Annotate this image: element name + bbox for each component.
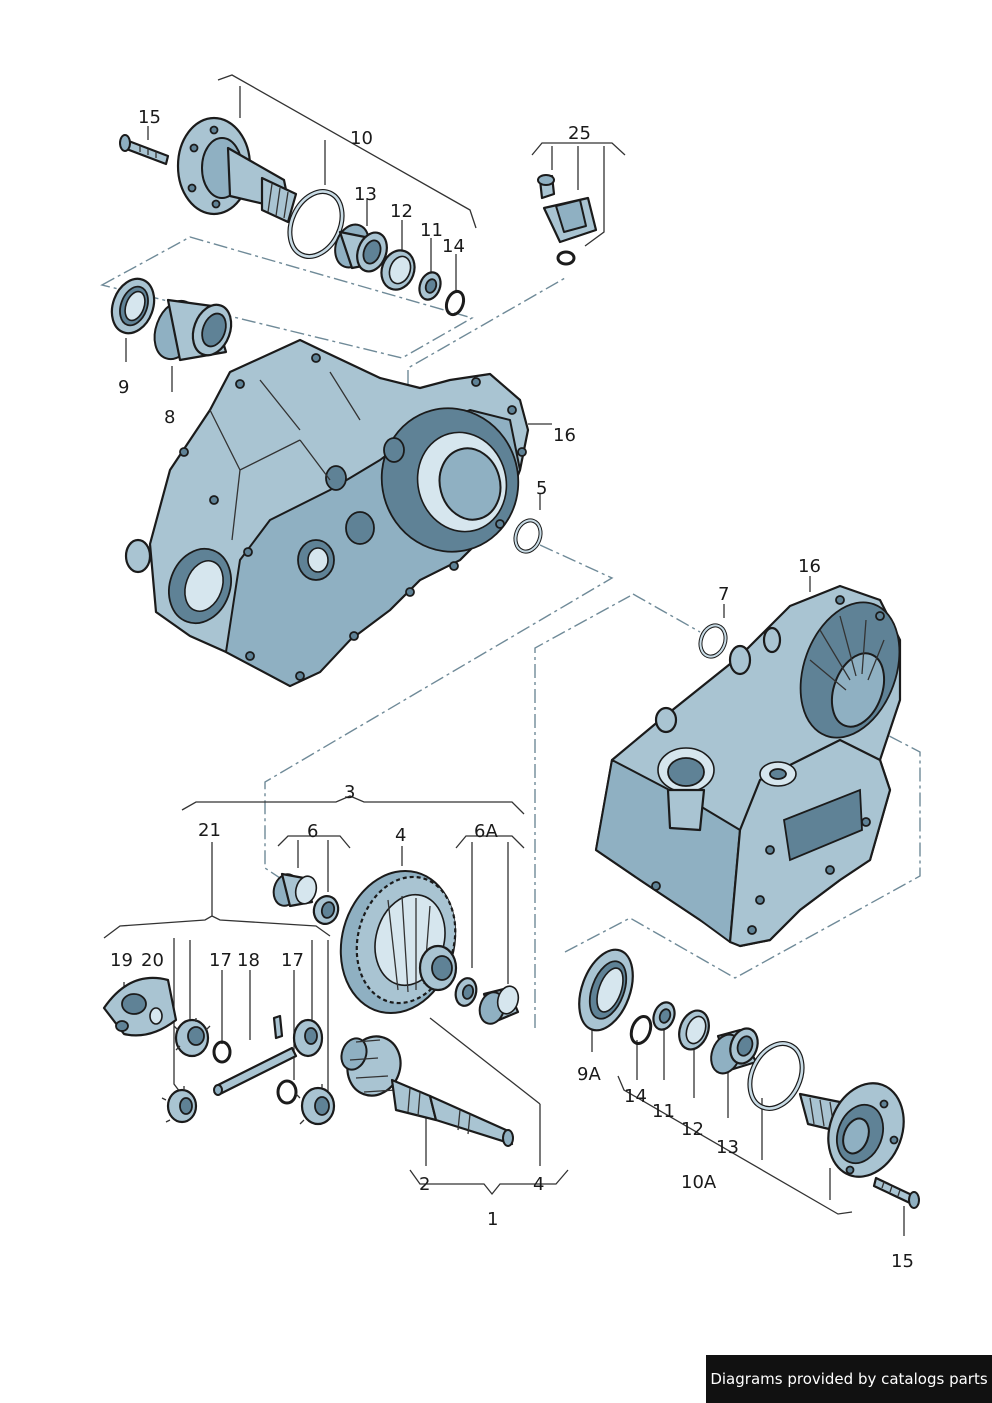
part-number-labels: 15 10 13 12 11 14 25 9 8 16 5 7 16 3 21 … [110, 107, 914, 1272]
label-14-top: 14 [442, 236, 465, 257]
seal-9A [578, 948, 634, 1032]
label-21: 21 [198, 820, 221, 841]
circlip-14-bottom [629, 1014, 653, 1046]
label-12-top: 12 [390, 201, 413, 222]
label-25: 25 [568, 123, 591, 144]
sun-gear-left [161, 1086, 198, 1124]
crown-wheel-4 [339, 869, 458, 1015]
circlip-14-top [444, 289, 466, 317]
bearing-13-bottom [710, 1027, 759, 1075]
bearing-cone-6 [312, 895, 340, 925]
label-8: 8 [164, 407, 175, 428]
bearing-race-12-bottom [678, 1009, 710, 1051]
nut-11-top [418, 271, 442, 301]
housing-rim-holes-right [651, 595, 885, 935]
label-9: 9 [118, 377, 129, 398]
label-19: 19 [110, 950, 133, 971]
label-18: 18 [237, 950, 260, 971]
label-12-bottom: 12 [681, 1119, 704, 1140]
label-14-bottom: 14 [624, 1086, 647, 1107]
pinion-shaft-2 [340, 1035, 514, 1147]
o-ring-5 [513, 518, 543, 554]
label-13-bottom: 13 [716, 1137, 739, 1158]
label-15-bottom: 15 [891, 1251, 914, 1272]
label-13-top: 13 [354, 184, 377, 205]
bearing-race-12-top [380, 249, 416, 291]
gearbox-housing-half-16-right [594, 584, 902, 948]
label-5: 5 [536, 478, 547, 499]
label-10: 10 [350, 128, 373, 149]
label-20: 20 [141, 950, 164, 971]
nut-11-bottom [652, 1001, 676, 1031]
bush-8 [153, 298, 233, 362]
o-ring-7 [698, 623, 728, 659]
label-9A: 9A [577, 1064, 601, 1085]
label-15-top: 15 [138, 107, 161, 128]
output-flange-bottom [798, 1082, 905, 1178]
bolt-15-bottom [872, 1176, 920, 1209]
gearbox-housing-half-16-top [124, 338, 530, 688]
washer-17-right [276, 1079, 298, 1105]
label-4-bottom: 4 [533, 1174, 544, 1195]
label-11-top: 11 [420, 220, 443, 241]
label-6: 6 [307, 821, 318, 842]
label-1: 1 [487, 1209, 498, 1230]
output-flange-top [176, 116, 298, 224]
planet-gear-right [292, 1018, 324, 1058]
label-10A: 10A [681, 1172, 717, 1193]
label-17-right: 17 [281, 950, 304, 971]
label-17-left: 17 [209, 950, 232, 971]
attribution-banner: Diagrams provided by catalogs parts [706, 1355, 992, 1403]
label-11-bottom: 11 [652, 1101, 675, 1122]
label-16-right: 16 [798, 556, 821, 577]
label-4-top: 4 [395, 825, 406, 846]
label-7: 7 [718, 584, 729, 605]
differential-housing-19 [102, 976, 178, 1037]
o-ring-large-bottom [747, 1041, 805, 1111]
bearing-13-top [334, 223, 388, 273]
o-ring-large-top [287, 189, 345, 259]
planet-gear-20 [173, 1018, 211, 1058]
washer-17-left [212, 1040, 232, 1064]
bolt-15-top [119, 134, 170, 166]
label-3: 3 [344, 782, 355, 803]
bearing-cup-6 [272, 872, 318, 908]
output-flange-assembly-top [119, 116, 466, 317]
label-2: 2 [419, 1174, 430, 1195]
sensor-assembly-25 [537, 174, 598, 266]
bearing-cup-6A [478, 985, 520, 1025]
leader-lines [103, 74, 905, 1236]
seal-9 [110, 277, 156, 335]
label-6A: 6A [474, 821, 498, 842]
pin-18 [213, 1014, 298, 1096]
label-16-top: 16 [553, 425, 576, 446]
housing-rim-holes-top [179, 353, 527, 681]
sun-gear-right [295, 1084, 336, 1126]
bearing-cone-6A [454, 977, 478, 1007]
